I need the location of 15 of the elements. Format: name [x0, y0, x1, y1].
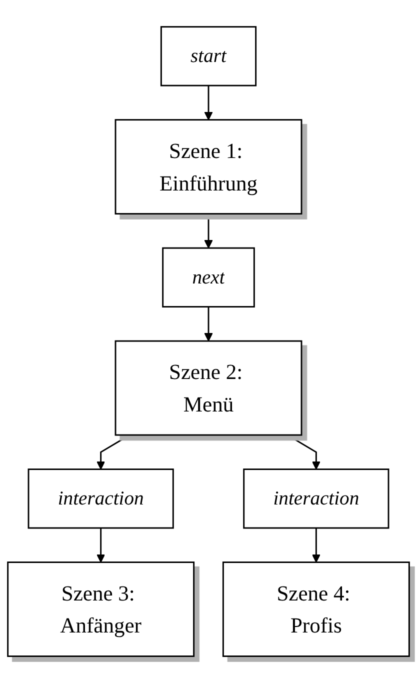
- node-box: Szene 3: Anfänger: [7, 562, 195, 657]
- node-box: start: [160, 26, 257, 86]
- arrow: [204, 86, 213, 120]
- arrow: [204, 214, 213, 248]
- node-box: Szene 1: Einführung: [114, 119, 302, 214]
- arrow: [312, 528, 320, 563]
- node-box: Szene 4: Profis: [222, 562, 410, 657]
- node-box: interaction: [243, 468, 390, 529]
- node-box: next: [162, 247, 255, 308]
- arrow: [204, 306, 213, 342]
- arrow: [96, 434, 130, 470]
- arrow: [96, 528, 106, 563]
- arrow: [287, 434, 320, 470]
- node-box: interaction: [28, 468, 174, 529]
- node-box: Szene 2: Menü: [114, 340, 302, 436]
